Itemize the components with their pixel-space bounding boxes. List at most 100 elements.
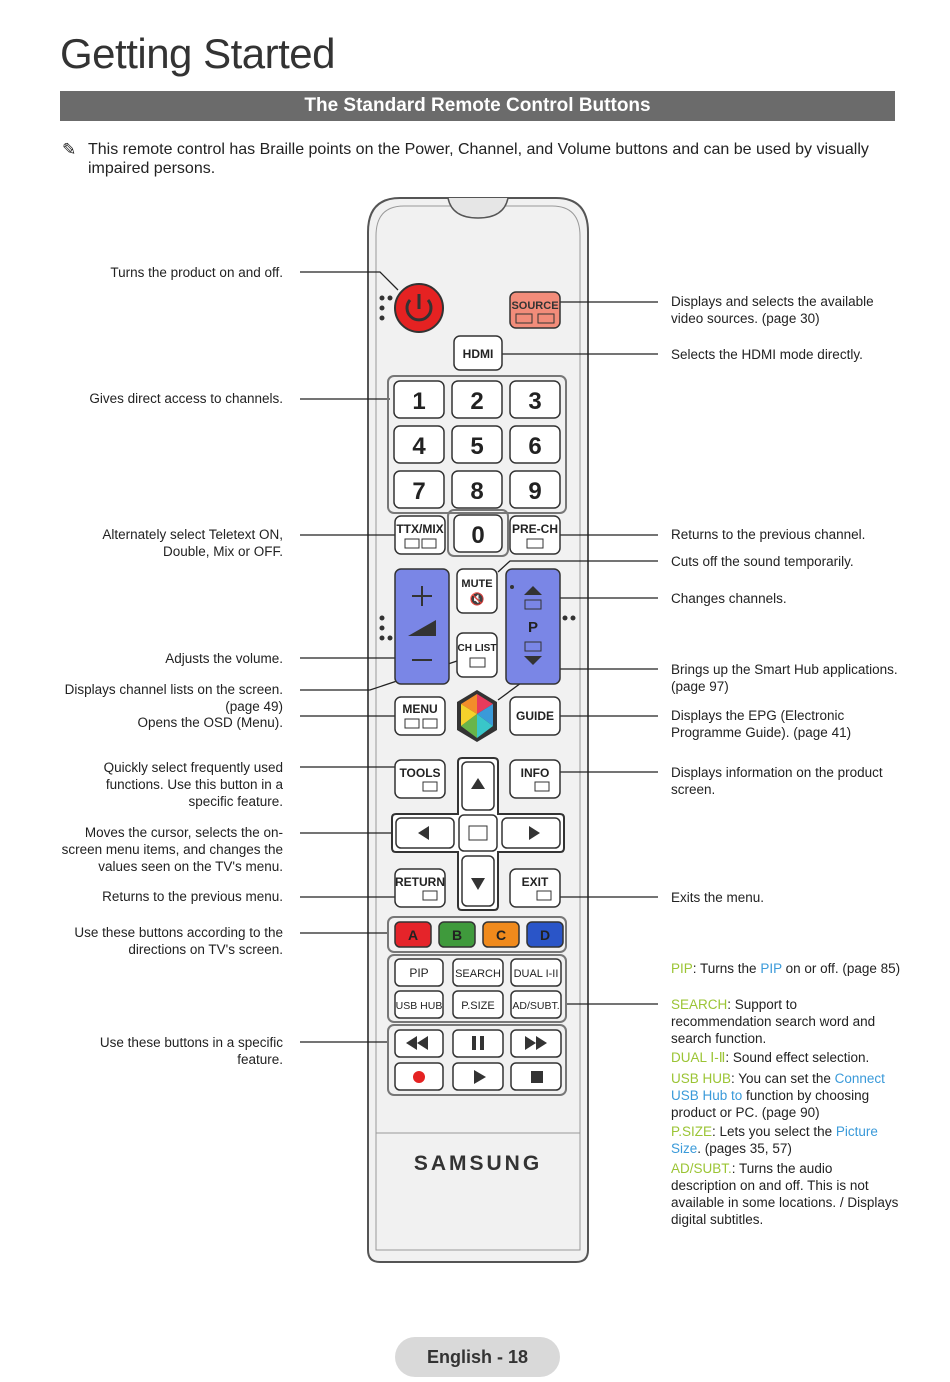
source-button[interactable] — [509, 291, 561, 329]
digit-4-text: 4 — [412, 433, 426, 460]
color-c-text: C — [496, 927, 506, 943]
exit-button[interactable] — [509, 868, 561, 908]
pencil-icon: ✎ — [62, 140, 77, 159]
digit-2-text: 2 — [470, 388, 483, 415]
menu-text: MENU — [402, 702, 437, 716]
pip-text: PIP — [409, 966, 428, 980]
desc-psize: P.SIZE: Lets you select the Picture Size… — [671, 1124, 878, 1156]
digit-0-button[interactable] — [453, 514, 503, 553]
search-text: SEARCH — [455, 968, 501, 980]
source-text: SOURCE — [511, 300, 558, 312]
pip-term: PIP — [671, 961, 693, 976]
guide-button[interactable] — [509, 696, 561, 736]
ttx-button[interactable] — [394, 515, 446, 555]
label-smarthub: Brings up the Smart Hub applications. (p… — [671, 662, 898, 694]
dual-button[interactable] — [510, 958, 562, 987]
label-hdmi: Selects the HDMI mode directly. — [671, 347, 863, 362]
digit-2-button[interactable] — [451, 380, 503, 419]
menu-button[interactable] — [394, 696, 446, 736]
number-pad: 1 2 3 4 5 6 7 8 9 — [393, 380, 561, 509]
label-numbers: Gives direct access to channels. — [89, 391, 283, 406]
prech-text: PRE-CH — [512, 522, 558, 536]
return-button[interactable] — [394, 868, 446, 908]
search-button[interactable] — [452, 958, 504, 987]
digit-5-text: 5 — [470, 433, 483, 460]
label-chlist: Displays channel lists on the screen. (p… — [64, 682, 283, 714]
label-guide: Displays the EPG (Electronic Programme G… — [671, 708, 852, 740]
digit-9-button[interactable] — [509, 470, 561, 509]
volume-rocker[interactable] — [394, 568, 450, 685]
digit-6-button[interactable] — [509, 425, 561, 464]
label-channel: Changes channels. — [671, 591, 787, 606]
hdmi-text: HDMI — [463, 347, 494, 361]
digit-9-text: 9 — [528, 478, 541, 505]
color-b-text: B — [452, 927, 462, 943]
label-mute: Cuts off the sound temporarily. — [671, 554, 854, 569]
color-d-text: D — [540, 927, 550, 943]
page-footer: English - 18 — [395, 1337, 560, 1377]
digit-6-text: 6 — [528, 433, 541, 460]
digit-1-text: 1 — [412, 388, 425, 415]
adsubt-text: AD/SUBT. — [512, 1000, 559, 1012]
digit-1-button[interactable] — [393, 380, 445, 419]
braille-note: ✎ This remote control has Braille points… — [62, 140, 882, 178]
dual-text: DUAL I-II — [514, 968, 559, 980]
label-exit: Exits the menu. — [671, 890, 765, 905]
exit-text: EXIT — [522, 875, 549, 889]
label-prech: Returns to the previous channel. — [671, 527, 866, 542]
info-button[interactable] — [509, 759, 561, 799]
ttx-text: TTX/MIX — [396, 522, 443, 536]
digit-8-button[interactable] — [451, 470, 503, 509]
tools-button[interactable] — [394, 759, 446, 799]
channel-rocker[interactable] — [505, 568, 561, 685]
svg-text:🔇: 🔇 — [470, 592, 485, 606]
info-text: INFO — [521, 766, 550, 780]
label-media: Use these buttons in a specific feature. — [99, 1035, 283, 1067]
psize-button[interactable] — [452, 990, 504, 1019]
guide-text: GUIDE — [516, 709, 554, 723]
page-title: Getting Started — [60, 30, 336, 77]
pip-button[interactable] — [394, 958, 444, 987]
desc-adsubt: AD/SUBT.: Turns the audio description on… — [671, 1161, 899, 1227]
note-text: This remote control has Braille points o… — [88, 141, 869, 177]
digit-8-text: 8 — [470, 478, 483, 505]
label-color: Use these buttons according to the direc… — [74, 925, 283, 957]
mute-text: MUTE — [461, 578, 492, 590]
digit-7-button[interactable] — [393, 470, 445, 509]
color-d-button[interactable] — [526, 921, 564, 948]
chlist-button[interactable] — [456, 632, 498, 678]
smart-hub-button[interactable] — [457, 690, 497, 742]
label-cursor: Moves the cursor, selects the on-screen … — [61, 825, 283, 874]
desc-usbhub: USB HUB: You can set the Connect USB Hub… — [671, 1071, 885, 1120]
digit-3-text: 3 — [528, 388, 541, 415]
enter-button[interactable] — [458, 814, 498, 852]
color-b-button[interactable] — [438, 921, 476, 948]
digit-5-button[interactable] — [451, 425, 503, 464]
p-text: P — [528, 619, 538, 636]
psize-text: P.SIZE — [461, 1000, 494, 1012]
digit-4-button[interactable] — [393, 425, 445, 464]
label-info: Displays information on the product scre… — [671, 765, 883, 797]
label-menu: Opens the OSD (Menu). — [137, 715, 283, 730]
section-title: The Standard Remote Control Buttons — [60, 91, 895, 121]
label-return: Returns to the previous menu. — [102, 889, 283, 904]
pause-button[interactable] — [452, 1029, 504, 1058]
samsung-logo: SAMSUNG — [414, 1152, 542, 1175]
adsubt-button[interactable] — [510, 990, 562, 1019]
label-power: Turns the product on and off. — [110, 265, 283, 280]
tools-text: TOOLS — [399, 766, 440, 780]
prech-button[interactable] — [509, 515, 561, 555]
chlist-text: CH LIST — [458, 643, 497, 654]
label-source: Displays and selects the available video… — [671, 294, 874, 326]
mute-button[interactable] — [456, 568, 498, 614]
digit-0-text: 0 — [471, 522, 484, 549]
desc-pip: PIP: Turns the PIP on or off. (page 85) — [671, 961, 901, 976]
color-c-button[interactable] — [482, 921, 520, 948]
hdmi-button[interactable] — [453, 335, 503, 371]
usbhub-button[interactable] — [394, 990, 444, 1019]
digit-7-text: 7 — [412, 478, 425, 505]
digit-3-button[interactable] — [509, 380, 561, 419]
color-a-button[interactable] — [394, 921, 432, 948]
